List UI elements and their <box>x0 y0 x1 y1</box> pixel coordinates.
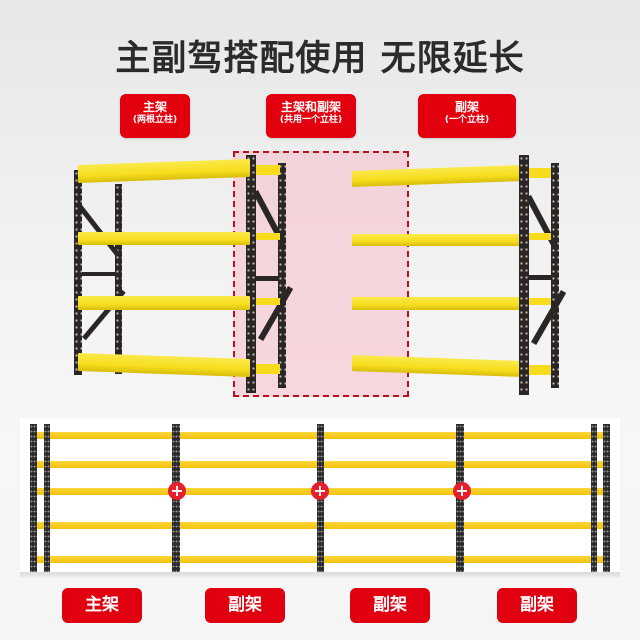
tag-sub-frame-label: 副架 <box>454 100 479 114</box>
shelf-beam <box>78 296 250 310</box>
label-main-frame: 主架 <box>62 588 142 623</box>
shelf-beam <box>78 352 250 378</box>
shelf-plate <box>529 168 551 178</box>
shelf-plate <box>529 365 551 375</box>
upright-post <box>44 424 50 572</box>
rack-post <box>551 163 559 388</box>
upright-post <box>603 424 610 572</box>
shared-rack-post <box>246 155 256 393</box>
rack-crossbar <box>256 276 278 281</box>
tag-shared-post-label: 主架和副架 <box>280 100 341 114</box>
shelf-plate <box>256 233 280 240</box>
shelf-plate <box>529 298 551 305</box>
upright-post <box>591 424 597 572</box>
tag-main-frame-label: 主架 <box>142 100 167 114</box>
rack-brace <box>78 205 119 256</box>
shelf-beam <box>78 232 250 245</box>
label-sub-frame-1: 副架 <box>205 588 285 623</box>
floor-shadow <box>20 572 620 578</box>
plus-icon: + <box>453 482 471 500</box>
plus-icon: + <box>168 482 186 500</box>
rack-crossbar <box>529 275 551 280</box>
label-sub-frame-2: 副架 <box>350 588 430 623</box>
tag-shared-post: 主架和副架 (共用一个立柱) <box>266 94 356 138</box>
rack-post <box>519 155 529 395</box>
page-title: 主副驾搭配使用 无限延长 <box>115 39 525 79</box>
plus-icon: + <box>311 482 329 500</box>
rack-crossbar <box>82 272 116 276</box>
shelf-plate <box>256 298 280 305</box>
shared-rack-post <box>278 163 286 388</box>
label-sub-frame-3: 副架 <box>497 588 577 623</box>
tag-shared-post-sub: (共用一个立柱) <box>279 115 343 125</box>
rack-post <box>115 184 122 374</box>
shelf-plate <box>256 364 280 374</box>
tag-sub-frame-sub: (一个立柱) <box>444 115 490 125</box>
combined-rack-illustration: + + + <box>20 418 620 578</box>
shelf-plate <box>529 233 551 240</box>
shelf-plate <box>256 165 280 175</box>
shelf-beam <box>352 297 522 310</box>
tag-main-frame-sub: (两根立柱) <box>132 115 178 125</box>
rack-post <box>74 170 82 375</box>
shelf-beam <box>78 158 250 184</box>
tag-main-frame: 主架 (两根立柱) <box>120 94 190 138</box>
tag-sub-frame: 副架 (一个立柱) <box>418 94 516 138</box>
shelf-beam <box>352 234 522 246</box>
upright-post <box>30 424 37 572</box>
